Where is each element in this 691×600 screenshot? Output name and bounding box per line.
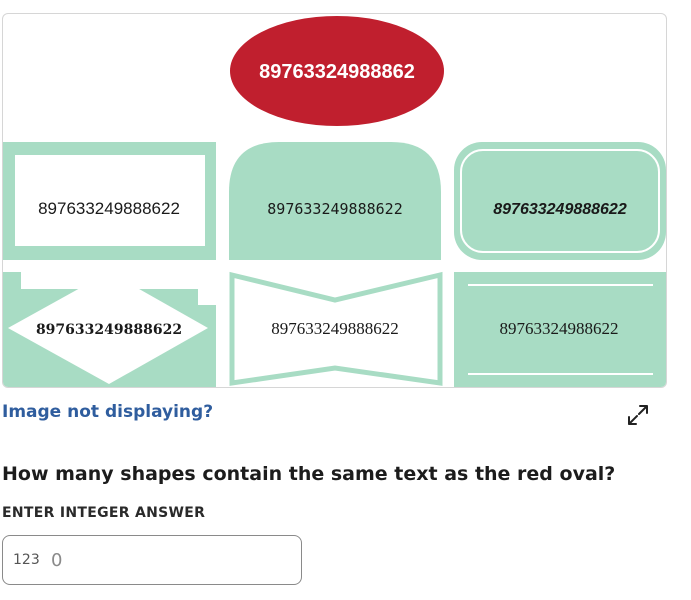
- answer-field[interactable]: 123: [2, 535, 302, 585]
- image-help-link[interactable]: Image not displaying?: [2, 402, 214, 422]
- shape-text-4: 897633249888622: [36, 322, 182, 338]
- red-oval-text: 89763324988862: [259, 61, 415, 83]
- shape-text-2: 897633249888622: [267, 200, 402, 218]
- shape-lined-rect: [454, 272, 666, 387]
- shapes-figure: 89763324988862 897633249888622 897633249…: [3, 16, 666, 387]
- shape-text-6: 89763324988622: [500, 319, 619, 338]
- shape-text-1: 897633249888622: [38, 199, 180, 218]
- shape-text-5: 897633249888622: [271, 319, 399, 338]
- answer-input[interactable]: [51, 546, 281, 574]
- question-text: How many shapes contain the same text as…: [2, 463, 616, 485]
- shape-rounded-top: [229, 142, 441, 260]
- shape-text-3: 897633249888622: [493, 201, 627, 218]
- shape-diamond: [8, 272, 208, 384]
- answer-label: ENTER INTEGER ANSWER: [2, 505, 206, 521]
- shape-rounded-rect: [454, 142, 666, 260]
- shape-bowtie: [229, 271, 443, 386]
- shapes-image: 89763324988862 897633249888622 897633249…: [2, 13, 667, 388]
- expand-icon[interactable]: [626, 403, 650, 427]
- integer-prefix: 123: [13, 552, 40, 568]
- red-oval: [230, 16, 444, 126]
